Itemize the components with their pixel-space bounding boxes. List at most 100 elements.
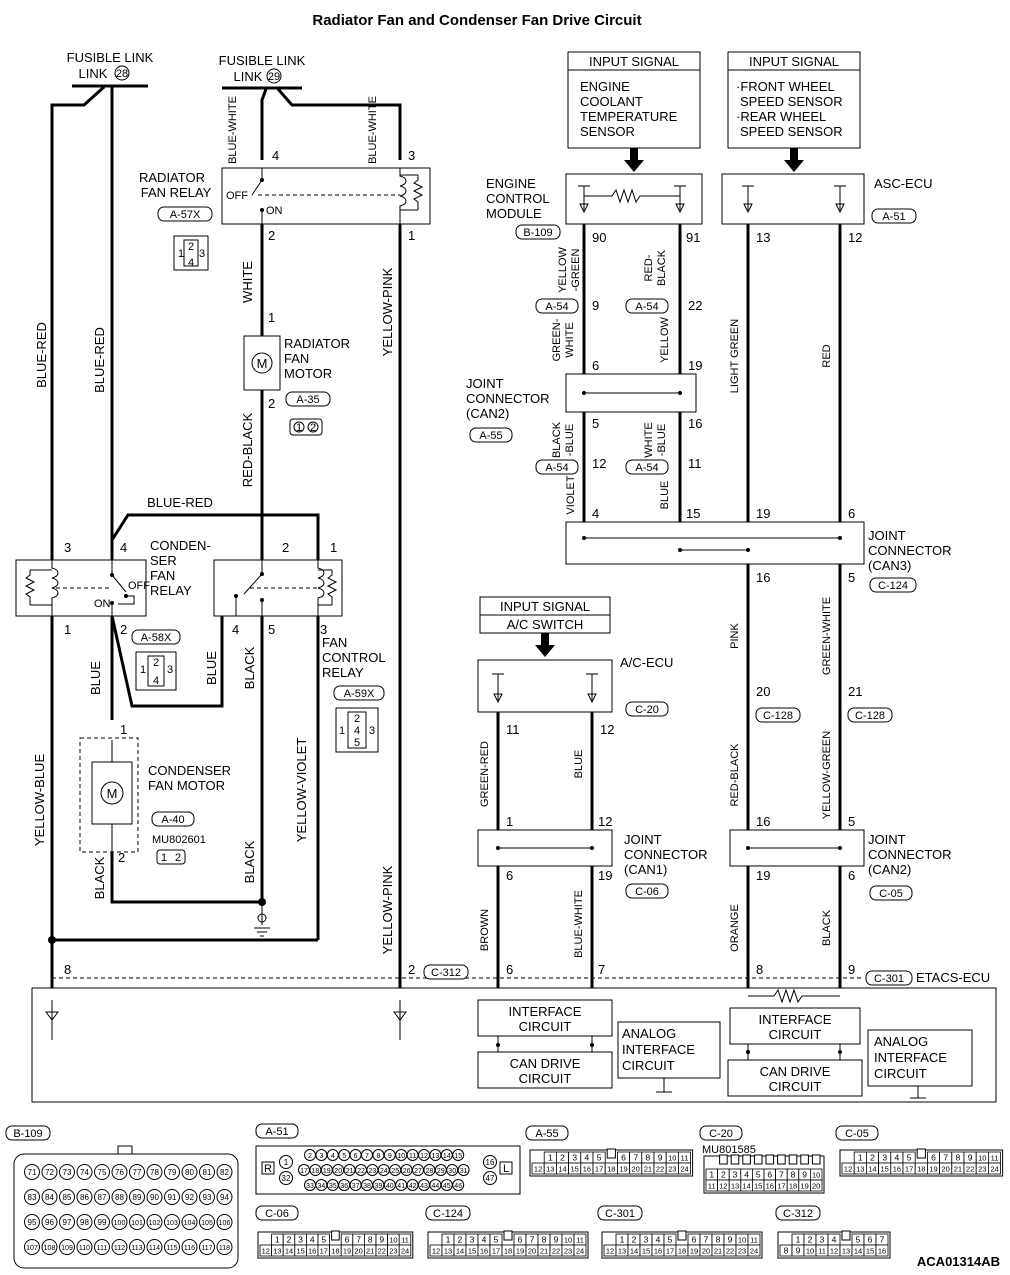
pin-label: 24: [576, 1247, 584, 1256]
svg-text:(CAN2): (CAN2): [868, 862, 911, 877]
pin-label: 21: [644, 1165, 652, 1174]
pin-label: 85: [63, 1193, 72, 1202]
svg-text:91: 91: [686, 230, 700, 245]
pin: [146, 1239, 163, 1255]
svg-text:19: 19: [598, 868, 612, 883]
pin-label: 16: [878, 1247, 886, 1256]
fusible-link-28: FUSIBLE LINK LINK 28: [67, 50, 154, 88]
latch: [811, 1154, 821, 1165]
svg-text:RED-BLACK: RED-BLACK: [729, 743, 741, 807]
svg-text:4: 4: [354, 725, 360, 737]
svg-text:RADIATOR: RADIATOR: [139, 170, 205, 185]
pin-label: 1: [620, 1235, 625, 1245]
svg-text:GREEN-: GREEN-: [551, 318, 563, 361]
svg-text:GREEN-WHITE: GREEN-WHITE: [821, 597, 833, 675]
pin-label: 44: [432, 1183, 440, 1190]
pin: [181, 1189, 198, 1205]
pin-label: 100: [114, 1220, 126, 1227]
pin-label: 29: [437, 1168, 445, 1175]
pin-label: 5: [856, 1235, 861, 1245]
pin-label: 16: [480, 1247, 488, 1256]
pin: [41, 1164, 58, 1180]
pin: [146, 1189, 163, 1205]
svg-text:ON: ON: [94, 598, 111, 610]
pin-label: 91: [168, 1193, 177, 1202]
condenser-fan-relay: 3 4 CONDEN- SER FAN RELAY OFF ON: [15, 538, 211, 617]
pin: [59, 1214, 75, 1230]
svg-text:YELLOW-PINK: YELLOW-PINK: [380, 865, 395, 954]
svg-text:CONDEN-: CONDEN-: [150, 538, 211, 553]
svg-text:INTERFACE: INTERFACE: [622, 1042, 695, 1057]
pin-label: 5: [668, 1235, 673, 1245]
svg-text:ASC-ECU: ASC-ECU: [874, 176, 933, 191]
svg-text:19: 19: [688, 358, 702, 373]
pin-label: 12: [830, 1247, 838, 1256]
pin-label: 77: [133, 1168, 142, 1177]
pin-label: 97: [63, 1218, 72, 1227]
pin-label: 2: [870, 1153, 875, 1163]
svg-text:MOTOR: MOTOR: [284, 366, 332, 381]
pin-label: 76: [115, 1168, 124, 1177]
svg-text:LINK: LINK: [79, 66, 108, 81]
latch: [788, 1154, 798, 1165]
pin-label: 12: [719, 1182, 727, 1191]
svg-text:A-54: A-54: [635, 301, 658, 313]
pin-label: 43: [420, 1183, 428, 1190]
svg-text:OFF: OFF: [128, 580, 150, 592]
svg-text:2: 2: [310, 422, 316, 434]
pin-label: 19: [619, 1165, 627, 1174]
svg-text:16: 16: [756, 814, 770, 829]
pin-label: 1: [275, 1235, 280, 1245]
svg-text:1: 1: [296, 422, 302, 434]
pin: [199, 1164, 215, 1180]
svg-text:8: 8: [756, 962, 763, 977]
pin-label: 106: [219, 1220, 231, 1227]
pin-label: 15: [296, 1247, 304, 1256]
svg-text:6: 6: [592, 358, 599, 373]
svg-text:C-128: C-128: [855, 710, 885, 722]
pin-label: 23: [369, 1168, 377, 1175]
pin-label: 18: [504, 1247, 512, 1256]
pin-label: 41: [397, 1183, 405, 1190]
svg-text:C-312: C-312: [783, 1208, 813, 1220]
pin-label: 1: [709, 1170, 714, 1180]
svg-text:BLACK: BLACK: [551, 421, 563, 458]
pin-label: 15: [642, 1247, 650, 1256]
svg-text:YELLOW-VIOLET: YELLOW-VIOLET: [294, 738, 309, 843]
svg-text:RELAY: RELAY: [322, 665, 364, 680]
diagram-title: Radiator Fan and Condenser Fan Drive Cir…: [312, 12, 641, 29]
pin: [41, 1239, 58, 1255]
pin-label: 2: [560, 1153, 565, 1163]
pin-label: 9: [554, 1235, 559, 1245]
pin-label: 8: [716, 1235, 721, 1245]
pin-label: 17: [666, 1247, 674, 1256]
latch: [719, 1154, 728, 1165]
pin-label: 8: [542, 1235, 547, 1245]
svg-text:16: 16: [688, 416, 702, 431]
pin: [483, 1155, 497, 1169]
svg-text:1: 1: [330, 540, 337, 555]
pin-label: 6: [621, 1153, 626, 1163]
svg-text:9: 9: [848, 962, 855, 977]
pin-label: 7: [880, 1235, 885, 1245]
svg-text:A-54: A-54: [635, 462, 658, 474]
pin-label: 114: [149, 1245, 160, 1252]
svg-text:A-55: A-55: [479, 430, 502, 442]
pin-label: 8: [956, 1153, 961, 1163]
radiator-fan-motor: 1 M RADIATOR FAN MOTOR 2 A-35 1 2: [243, 310, 350, 436]
pin-label: 9: [802, 1170, 807, 1180]
svg-text:RED-BLACK: RED-BLACK: [240, 412, 255, 487]
svg-text:VIOLET: VIOLET: [565, 475, 577, 514]
pin: [24, 1189, 40, 1205]
svg-text:MODULE: MODULE: [486, 206, 542, 221]
pin-label: 10: [397, 1153, 405, 1160]
pin-label: 1: [446, 1235, 451, 1245]
pin-label: 18: [789, 1182, 797, 1191]
pin-label: 9: [658, 1153, 663, 1163]
svg-text:ENGINE: ENGINE: [486, 176, 536, 191]
pin-label: 5: [321, 1235, 326, 1245]
svg-text:YELLOW-BLUE: YELLOW-BLUE: [32, 754, 47, 847]
